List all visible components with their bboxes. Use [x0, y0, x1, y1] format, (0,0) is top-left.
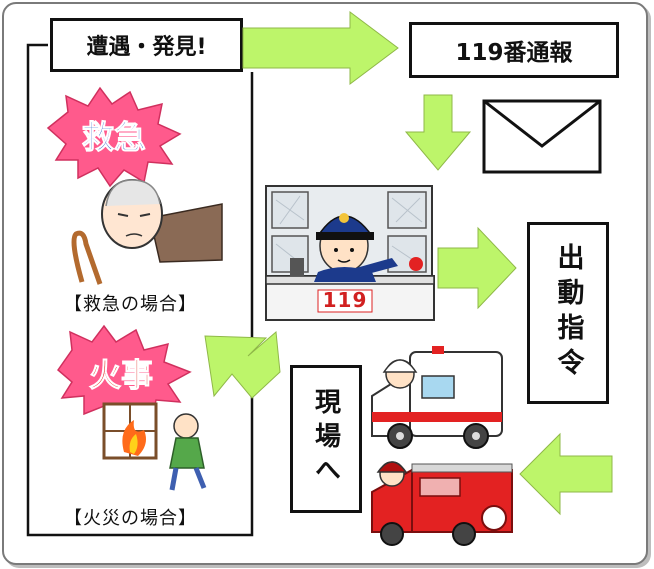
console-number: 119 [322, 288, 368, 312]
dispatch-box: 出動指令 [527, 222, 609, 404]
fire-burst-label: 火事 [88, 356, 153, 395]
call-119-box: 119番通報 [409, 22, 619, 78]
encounter-label: 遭遇・発見! [86, 35, 207, 60]
to-scene-box: 現場へ [290, 365, 362, 513]
dispatch-label: 出動指令 [552, 243, 584, 383]
fire-caption: 【火災の場合】 [64, 508, 197, 529]
call-119-label: 119番通報 [455, 40, 573, 66]
emergency-caption: 【救急の場合】 [64, 294, 197, 315]
encounter-box: 遭遇・発見! [50, 18, 243, 72]
emergency-burst-label: 救急 [81, 118, 146, 157]
to-scene-label: 現場へ [310, 388, 341, 490]
